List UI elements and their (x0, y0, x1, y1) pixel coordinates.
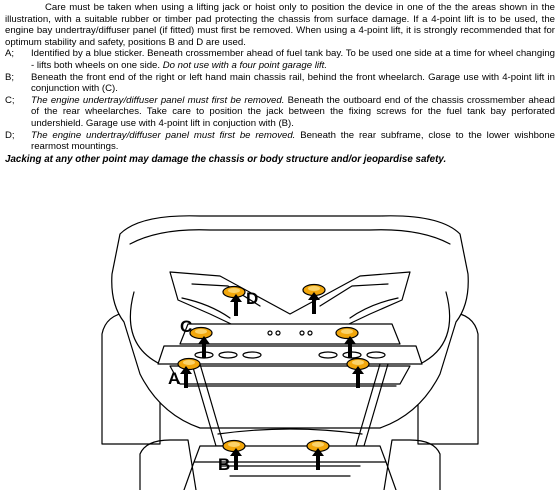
label-d: D (246, 289, 258, 308)
jack-pad-d-left (222, 285, 246, 299)
label-c: C (180, 317, 192, 336)
item-warning-text: Do not use with a four point garage lift… (162, 59, 327, 71)
label-b: B (218, 455, 230, 474)
item-body: The engine undertray/diffuser panel must… (31, 130, 555, 153)
jacking-instructions: Care must be taken when using a lifting … (5, 2, 555, 165)
label-a: A (168, 369, 180, 388)
item-b: B; Beneath the front end of the right or… (5, 72, 555, 95)
underbody-illustration: D C A B (100, 214, 480, 490)
item-warning-text: The engine undertray/diffuser panel must… (31, 129, 296, 141)
item-warning-text: The engine undertray/diffuser panel must… (31, 94, 285, 106)
item-d: D; The engine undertray/diffuser panel m… (5, 130, 555, 153)
right-front-tyre (383, 439, 441, 490)
item-body: Identified by a blue sticker. Beneath cr… (31, 48, 555, 71)
jack-pad-c-left (189, 326, 213, 340)
item-body: The engine undertray/diffuser panel must… (31, 95, 555, 130)
jack-pad-b-left (222, 439, 246, 453)
jack-pad-c-right (335, 326, 359, 340)
item-text: Beneath the front end of the right or le… (31, 71, 555, 95)
safety-warning: Jacking at any other point may damage th… (5, 153, 447, 165)
item-text: Identified by a blue sticker. Beneath cr… (31, 48, 555, 71)
item-c: C; The engine undertray/diffuser panel m… (5, 95, 555, 130)
item-text: Beneath the rear subframe, close to the … (31, 129, 555, 153)
intro-paragraph: Care must be taken when using a lifting … (5, 2, 555, 48)
car-underside-diagram: D C A B (101, 215, 479, 490)
item-a: A; Identified by a blue sticker. Beneath… (5, 48, 555, 71)
item-key: B; (5, 71, 15, 83)
item-key: D; (5, 129, 15, 141)
left-front-tyre (139, 439, 197, 490)
jack-pad-a-left (177, 357, 201, 371)
item-body: Beneath the front end of the right or le… (31, 72, 555, 95)
item-text: Beneath the outboard end of the chassis … (31, 94, 555, 129)
item-key: A; (5, 48, 15, 60)
item-key: C; (5, 94, 15, 106)
